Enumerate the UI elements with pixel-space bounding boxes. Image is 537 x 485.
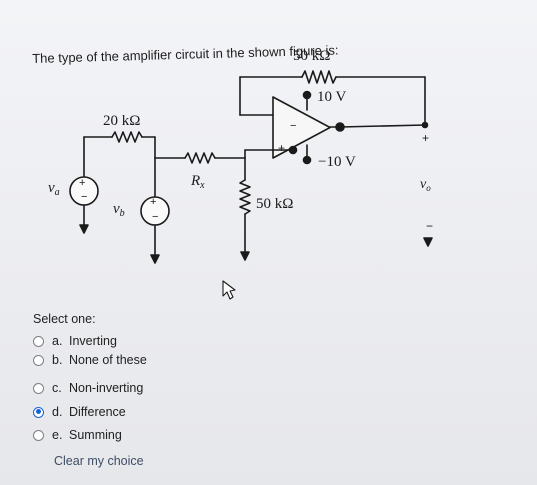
positive-supply-label: 10 V — [317, 89, 346, 105]
option-c-letter: c. — [52, 381, 62, 395]
clear-choice-link[interactable]: Clear my choice — [54, 454, 144, 468]
option-e-text: Summing — [69, 428, 122, 442]
radio-option-e[interactable] — [33, 429, 44, 441]
radio-option-a[interactable] — [33, 335, 44, 347]
option-b[interactable]: b. None of these — [33, 350, 147, 370]
output-label: vo — [420, 177, 431, 193]
radio-option-c[interactable] — [33, 382, 44, 394]
rx-label: Rx — [190, 173, 205, 191]
source-a-minus: − — [81, 191, 87, 203]
output-terminal — [423, 237, 433, 247]
option-d[interactable]: d. Difference — [33, 402, 126, 422]
source-b-minus: − — [152, 211, 158, 223]
feedback-resistor-label: 50 kΩ — [293, 48, 330, 64]
select-one-label: Select one: — [33, 312, 96, 326]
mouse-cursor-icon — [222, 280, 236, 300]
negative-supply-label: −10 V — [318, 154, 356, 170]
output-plus: + — [422, 131, 429, 145]
op-amp — [239, 90, 429, 165]
option-b-text: None of these — [69, 353, 147, 367]
output-minus: − — [426, 219, 433, 233]
option-c[interactable]: c. Non-inverting — [33, 378, 143, 398]
option-e-letter: e. — [52, 428, 63, 442]
option-a-text: Inverting — [69, 334, 117, 348]
option-a-letter: a. — [52, 334, 63, 348]
radio-option-d[interactable] — [33, 406, 44, 418]
option-d-letter: d. — [52, 405, 63, 419]
ground-resistor — [239, 157, 251, 261]
source-a-label: va — [48, 180, 60, 198]
op-amp-plus: + — [278, 141, 285, 155]
option-e[interactable]: e. Summing — [33, 425, 122, 445]
source-b-label: vb — [113, 201, 125, 219]
op-amp-minus: − — [290, 120, 296, 132]
input-branch-a — [69, 131, 156, 234]
feedback-wire — [239, 70, 426, 126]
source-a-plus: + — [79, 177, 85, 189]
input-resistor-label: 20 kΩ — [103, 113, 140, 129]
circuit-diagram: 50 kΩ − + 10 V −10 V 20 kΩ + − va — [48, 48, 433, 300]
source-b-plus: + — [150, 196, 156, 208]
option-b-letter: b. — [52, 353, 63, 367]
radio-option-b[interactable] — [33, 354, 44, 366]
ground-resistor-label: 50 kΩ — [256, 196, 293, 212]
option-c-text: Non-inverting — [69, 381, 144, 395]
option-d-text: Difference — [69, 405, 126, 419]
input-branch-b — [140, 149, 290, 264]
option-a[interactable]: a. Inverting — [33, 331, 117, 351]
